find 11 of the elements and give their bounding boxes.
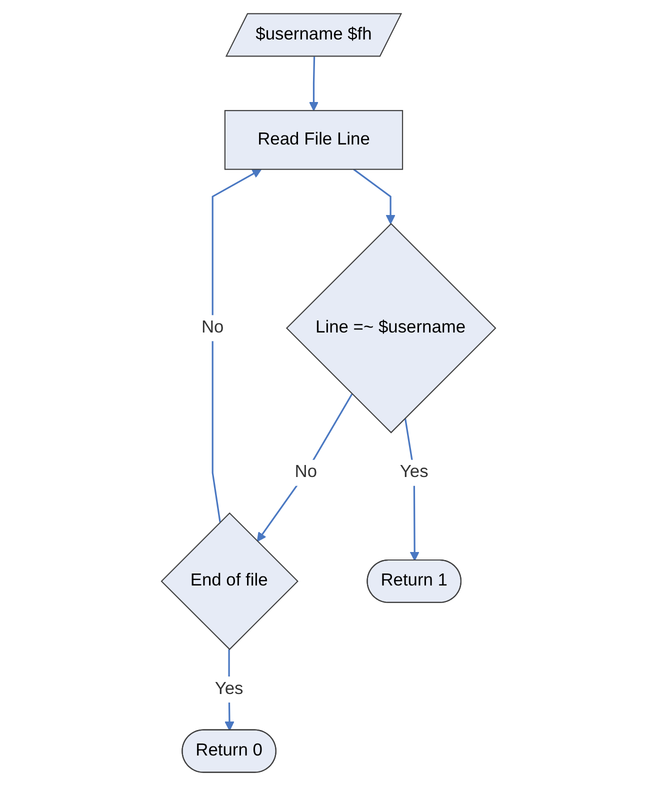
edge-label: Yes	[400, 463, 428, 482]
arrow	[256, 394, 353, 542]
arrow	[353, 168, 396, 224]
node-diamond: Line =~ $username	[286, 222, 496, 434]
edge-label: Yes	[214, 680, 244, 698]
arrow	[308, 56, 319, 111]
node-diamond: End of file	[160, 512, 298, 650]
arrow	[212, 168, 262, 522]
node-box: Read File Line	[224, 110, 404, 170]
edge-label: No	[294, 463, 317, 482]
edge-label: No	[201, 318, 224, 337]
